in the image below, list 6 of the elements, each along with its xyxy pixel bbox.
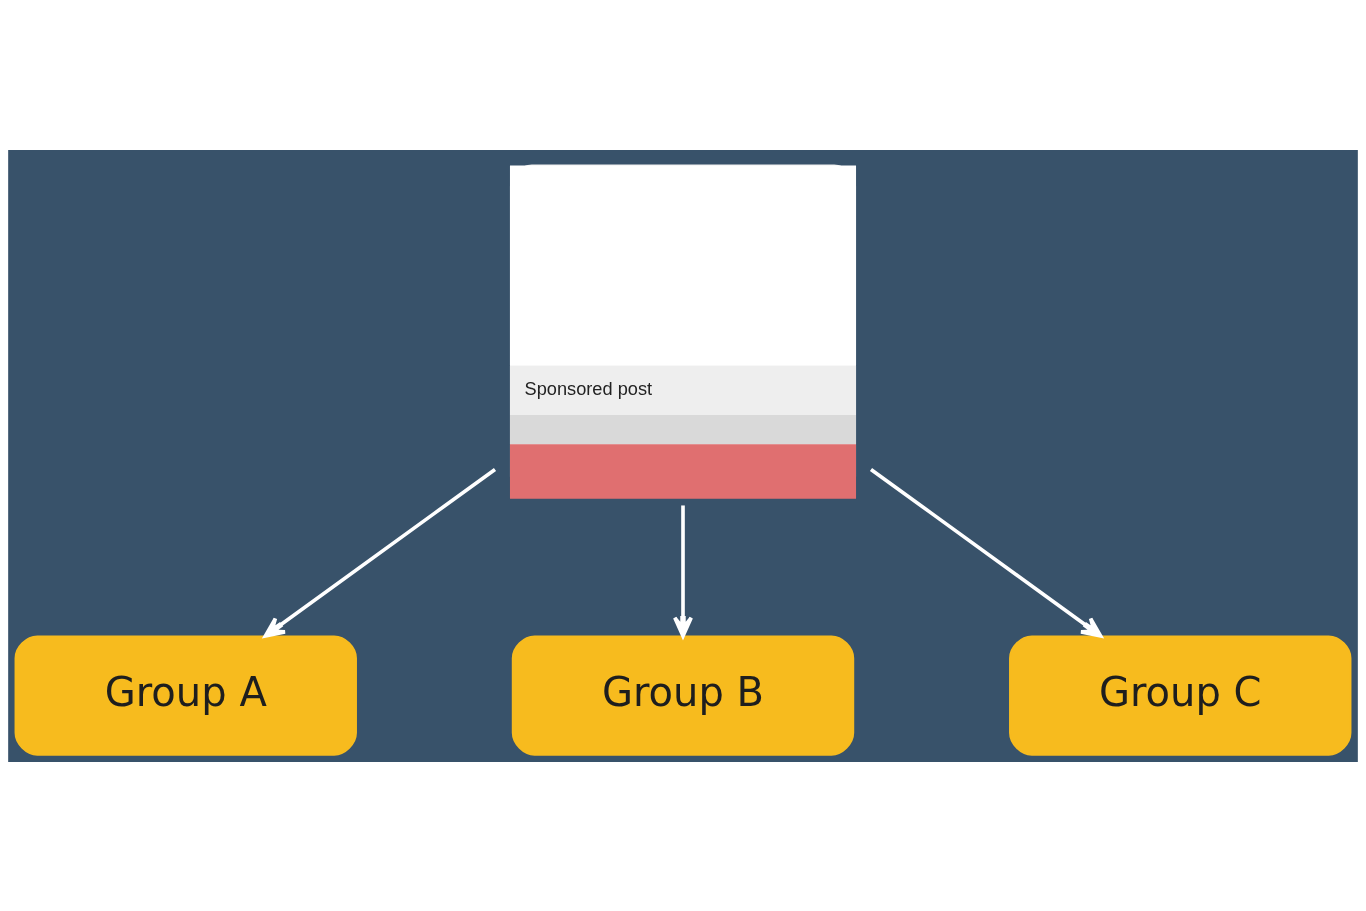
node-box: Group C <box>1009 634 1352 756</box>
node-box: Group A <box>14 634 357 756</box>
node-box: Group B <box>511 634 855 756</box>
arrow <box>869 467 1103 638</box>
arrow <box>672 504 694 638</box>
arrow <box>263 467 497 638</box>
